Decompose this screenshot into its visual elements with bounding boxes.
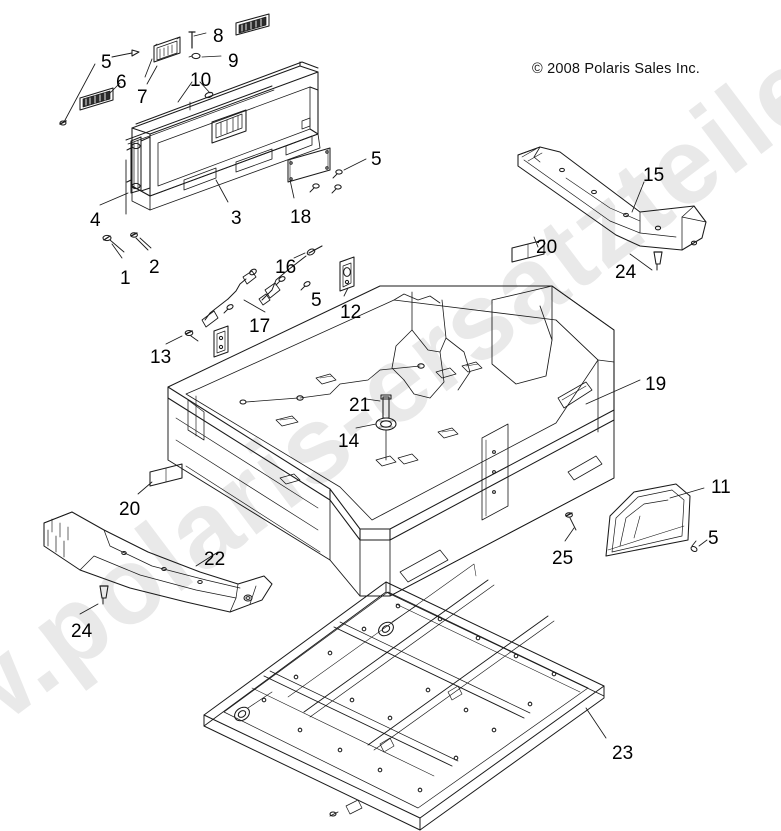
- warning-decal-20-upper: [511, 239, 545, 263]
- callout-3: 3: [231, 208, 242, 229]
- callout-7: 7: [137, 87, 148, 108]
- screw-5-lowleft: [59, 120, 67, 126]
- callout-11: 11: [711, 477, 731, 498]
- box-frame-23: [203, 563, 605, 831]
- tailgate-hinge: [125, 136, 151, 215]
- callout-5b: 5: [101, 52, 112, 73]
- callout-15: 15: [643, 165, 665, 186]
- screw-5-cover: [690, 540, 698, 553]
- bolt-1: [102, 234, 125, 253]
- callout-22: 22: [204, 549, 226, 570]
- callout-21: 21: [349, 395, 371, 416]
- screw-5-strut-c: [223, 304, 234, 314]
- bracket-lower-left: [213, 325, 229, 358]
- gas-strut-16: [258, 245, 323, 306]
- callout-8: 8: [213, 26, 224, 47]
- screw-5-plate-a: [332, 169, 343, 179]
- callout-5a: 5: [371, 149, 382, 170]
- wheel-well-cover-11: [605, 483, 691, 557]
- striker-bracket-12: [339, 256, 355, 292]
- callout-2: 2: [149, 257, 160, 278]
- callout-5d: 5: [708, 528, 719, 549]
- callout-20b: 20: [119, 499, 141, 520]
- callout-9: 9: [228, 51, 239, 72]
- callout-6: 6: [116, 72, 127, 93]
- screw-5-plate-c: [309, 183, 320, 193]
- callout-25: 25: [552, 548, 574, 569]
- screw-5-strut-a: [275, 276, 286, 286]
- callout-23: 23: [612, 743, 634, 764]
- callout-24a: 24: [615, 262, 637, 283]
- callout-10: 10: [190, 70, 212, 91]
- screw-2: [130, 232, 149, 251]
- bolt-24-left: [79, 585, 109, 615]
- bolt-24-right: [629, 251, 663, 271]
- support-rod-17: [201, 268, 257, 328]
- callout-24b: 24: [71, 621, 93, 642]
- emblem-decal-top: [235, 13, 270, 36]
- latch-handle-assembly: [144, 31, 201, 78]
- callout-5c: 5: [311, 290, 322, 311]
- tailgate-assembly: [125, 61, 331, 215]
- emblem-decal-6: [79, 87, 114, 111]
- callout-14: 14: [338, 431, 360, 452]
- cargo-box-19: [167, 285, 615, 597]
- rivet-21: [380, 394, 392, 419]
- callout-19: 19: [645, 374, 667, 395]
- license-plate-panel: [287, 147, 331, 183]
- callout-20a: 20: [536, 237, 558, 258]
- screw-25: [565, 512, 577, 531]
- bolt-13: [184, 329, 199, 342]
- callout-18: 18: [290, 207, 312, 228]
- warning-decal-20-lower: [149, 463, 183, 487]
- right-side-rail-15: [517, 146, 707, 251]
- callout-16: 16: [275, 257, 297, 278]
- callout-13: 13: [150, 347, 172, 368]
- callout-17: 17: [249, 316, 271, 337]
- screw-5-plate-b: [331, 184, 342, 194]
- screw-5-strut-b: [300, 281, 311, 291]
- left-bumper-rail-22: [43, 511, 273, 613]
- screw-5-top: [111, 49, 140, 58]
- callout-1: 1: [120, 268, 131, 289]
- callout-4: 4: [90, 210, 101, 231]
- callout-12: 12: [340, 302, 362, 323]
- copyright-notice: © 2008 Polaris Sales Inc.: [532, 61, 701, 77]
